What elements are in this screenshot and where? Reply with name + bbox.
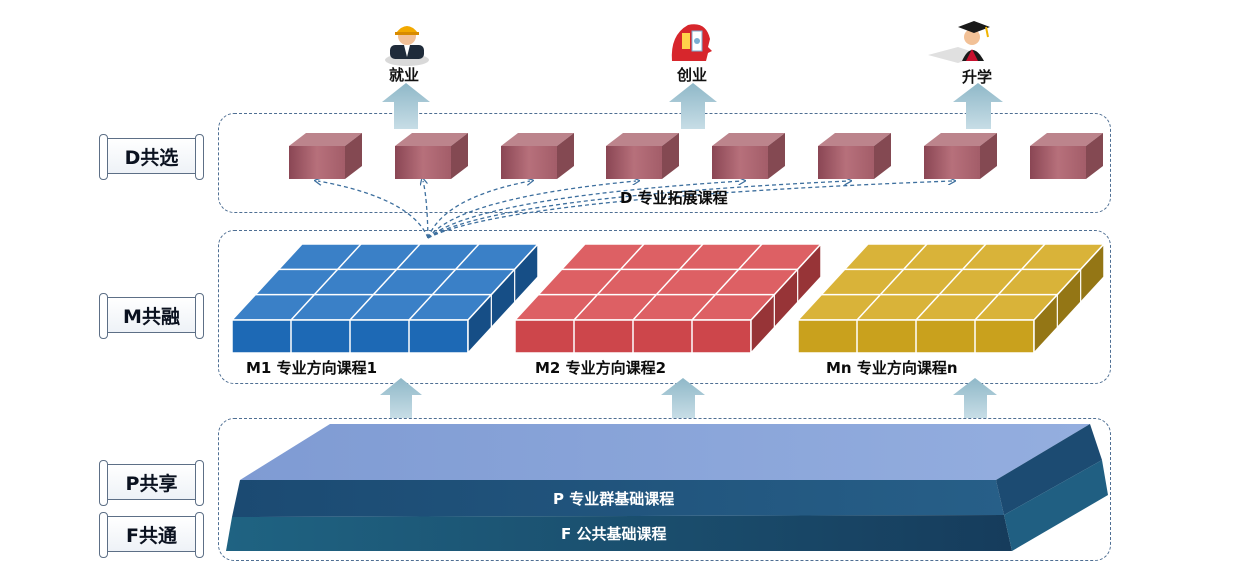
d-elective-block <box>289 133 362 179</box>
f-base-label: F 公共基础课程 <box>561 525 667 543</box>
up-arrow-further-study <box>953 83 1003 129</box>
up-arrow-m2 <box>661 378 705 418</box>
d-elective-block <box>818 133 891 179</box>
graduate-icon <box>928 21 990 63</box>
connector-line <box>427 181 742 239</box>
d-elective-block <box>712 133 785 179</box>
outcome-employment-label: 就业 <box>389 66 420 84</box>
m-tier-panel <box>218 230 1111 384</box>
up-arrow-startup <box>669 83 717 129</box>
m1-module-label: M1 专业方向课程1 <box>246 359 378 377</box>
m-module-grid-3 <box>796 242 1106 355</box>
d-elective-block <box>606 133 679 179</box>
worker-icon <box>385 26 429 66</box>
p-slab-right <box>996 424 1102 515</box>
d-section-label: D 专业拓展课程 <box>620 189 728 207</box>
f-slab-front <box>226 515 1012 551</box>
up-arrow-mn <box>953 378 997 418</box>
connector-line <box>318 181 429 239</box>
tier-label-m: M共融 <box>99 293 204 339</box>
base-slab <box>226 424 1108 551</box>
connector-line <box>427 181 848 239</box>
p-slab-top <box>240 424 1090 480</box>
d-tier-panel <box>218 113 1111 213</box>
up-arrow-employment <box>382 83 430 129</box>
d-elective-block <box>395 133 468 179</box>
outcome-further-study-label: 升学 <box>962 68 993 86</box>
mn-module-label: Mn 专业方向课程n <box>826 359 958 377</box>
connector-line <box>427 181 636 239</box>
m2-module-label: M2 专业方向课程2 <box>535 359 667 377</box>
tier-label-f: F共通 <box>99 512 204 558</box>
d-elective-blocks <box>289 133 1103 179</box>
up-arrow-m1 <box>380 378 422 418</box>
tier-label-p: P共享 <box>99 460 204 506</box>
d-elective-block <box>501 133 574 179</box>
d-elective-block <box>924 133 997 179</box>
tier-label-d: D共选 <box>99 134 204 180</box>
m-module-grid-1 <box>230 242 540 355</box>
connector-line <box>427 181 530 239</box>
pf-tier-panel <box>218 418 1111 561</box>
d-elective-connector-lines <box>318 181 952 239</box>
f-slab-right <box>1004 460 1108 551</box>
d-elective-block <box>1030 133 1103 179</box>
m-module-grid-2 <box>513 242 823 355</box>
p-base-label: P 专业群基础课程 <box>553 490 675 508</box>
connector-line <box>427 181 952 239</box>
outcome-startup-label: 创业 <box>677 66 708 84</box>
p-slab-front <box>232 480 1004 517</box>
m-module-grids <box>230 242 1106 355</box>
entrepreneur-icon <box>671 24 712 61</box>
